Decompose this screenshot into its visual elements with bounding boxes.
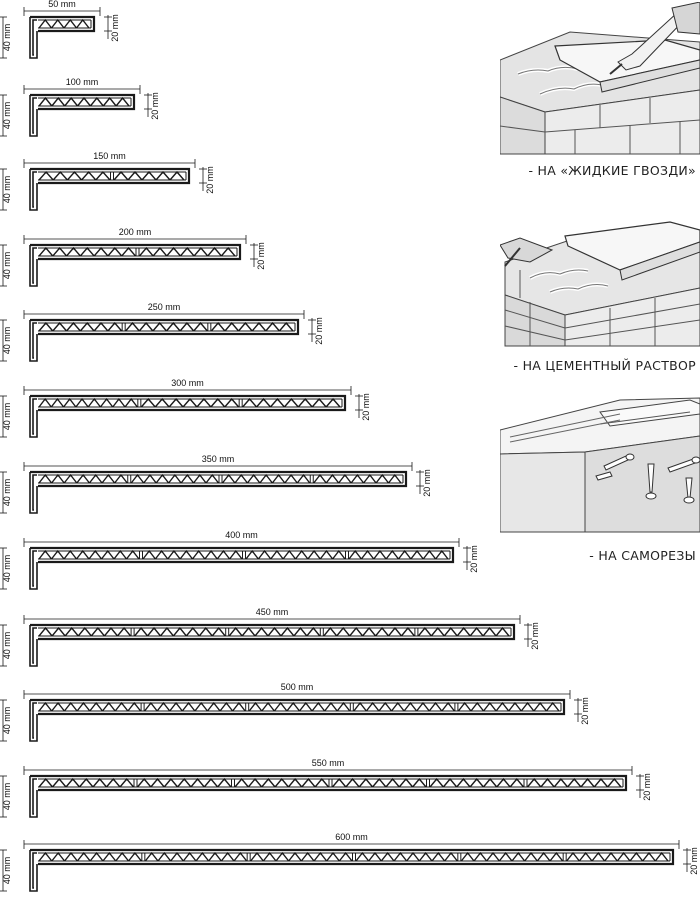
height-label: 40 mm [2,479,12,507]
profile-10: 500 mm 40 mm 20 mm [0,682,590,742]
profile-6: 300 mm 40 mm 20 mm [0,378,371,438]
thickness-label: 20 mm [422,469,432,497]
width-label: 400 mm [225,530,258,540]
thickness-label: 20 mm [580,697,590,725]
profile-8: 400 mm 40 mm 20 mm [0,530,479,590]
thickness-label: 20 mm [530,622,540,650]
width-label: 50 mm [48,0,76,9]
height-label: 40 mm [2,24,12,52]
caption-screws: - НА САМОРЕЗЫ [589,548,696,563]
profile-5: 250 mm 40 mm 20 mm [0,302,324,362]
profile-9: 450 mm 40 mm 20 mm [0,607,540,667]
height-label: 40 mm [2,632,12,660]
width-label: 300 mm [171,378,204,388]
width-label: 150 mm [93,151,126,161]
caption-cement-mortar: - НА ЦЕМЕНТНЫЙ РАСТВОР [513,358,696,373]
width-label: 350 mm [202,454,235,464]
liquid-nails-illustration [500,2,700,155]
height-label: 40 mm [2,102,12,130]
height-label: 40 mm [2,857,12,885]
thickness-label: 20 mm [110,14,120,42]
width-label: 500 mm [281,682,314,692]
screws-illustration [500,397,700,533]
thickness-label: 20 mm [361,393,371,421]
thickness-label: 20 mm [150,92,160,120]
profile-11: 550 mm 40 mm 20 mm [0,758,652,818]
width-label: 200 mm [119,227,152,237]
profile-12: 600 mm 40 mm 20 mm [0,832,699,892]
cement-mortar-illustration [500,221,700,347]
thickness-label: 20 mm [314,317,324,345]
thickness-label: 20 mm [469,545,479,573]
thickness-label: 20 mm [642,773,652,801]
height-label: 40 mm [2,707,12,735]
caption-liquid-nails: - НА «ЖИДКИЕ ГВОЗДИ» [528,163,696,178]
thickness-label: 20 mm [205,166,215,194]
width-label: 450 mm [256,607,289,617]
height-label: 40 mm [2,176,12,204]
height-label: 40 mm [2,783,12,811]
profile-3: 150 mm 40 mm 20 mm [0,151,215,211]
width-label: 250 mm [148,302,181,312]
height-label: 40 mm [2,252,12,280]
width-label: 600 mm [335,832,368,842]
height-label: 40 mm [2,403,12,431]
profile-1: 50 mm 40 mm 20 mm [0,0,120,59]
width-label: 550 mm [312,758,345,768]
thickness-label: 20 mm [256,242,266,270]
thickness-label: 20 mm [689,847,699,875]
height-label: 40 mm [2,555,12,583]
height-label: 40 mm [2,327,12,355]
profile-4: 200 mm 40 mm 20 mm [0,227,266,287]
width-label: 100 mm [66,77,99,87]
profile-7: 350 mm 40 mm 20 mm [0,454,432,514]
profile-2: 100 mm 40 mm 20 mm [0,77,160,137]
